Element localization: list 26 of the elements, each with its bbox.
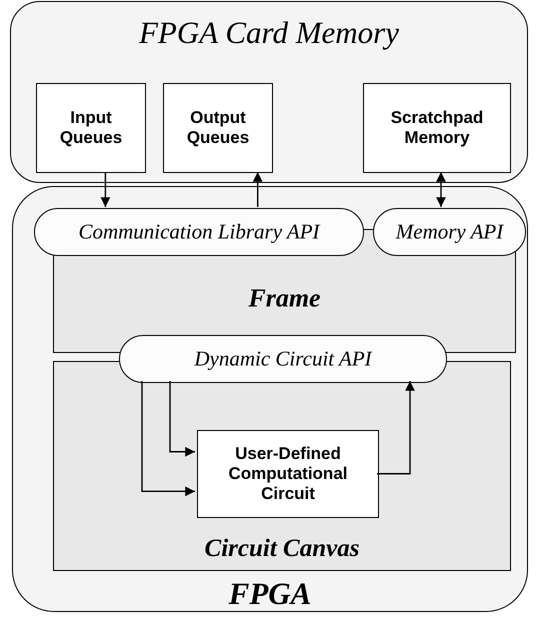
arrow (436, 172, 446, 207)
memory-box (363, 83, 511, 173)
section-title: FPGA (228, 576, 312, 611)
node-label: Memory API (394, 220, 505, 244)
node-label: Input Queues (58, 108, 124, 148)
arrow (169, 381, 195, 457)
api-pill (373, 208, 526, 256)
arrow (377, 381, 415, 474)
api-pill (34, 208, 364, 256)
section-title: Circuit Canvas (204, 534, 360, 562)
queue-box (163, 83, 273, 173)
node-label: Dynamic Circuit API (193, 347, 374, 371)
circuit-box (197, 430, 379, 518)
queue-box (36, 83, 146, 173)
node-label: User-Defined Computational Circuit (228, 444, 348, 504)
arrow (252, 172, 263, 207)
arrow (141, 381, 195, 496)
node-label: Scratchpad Memory (390, 108, 484, 148)
fpga-panel (12, 186, 528, 612)
arrow (100, 172, 110, 207)
node-label: Output Queues (186, 108, 250, 148)
section-title: Frame (247, 284, 322, 314)
api-pill (119, 335, 447, 383)
section-title: FPGA Card Memory (138, 16, 400, 50)
node-label: Communication Library API (77, 220, 322, 244)
memory-panel (10, 1, 528, 183)
